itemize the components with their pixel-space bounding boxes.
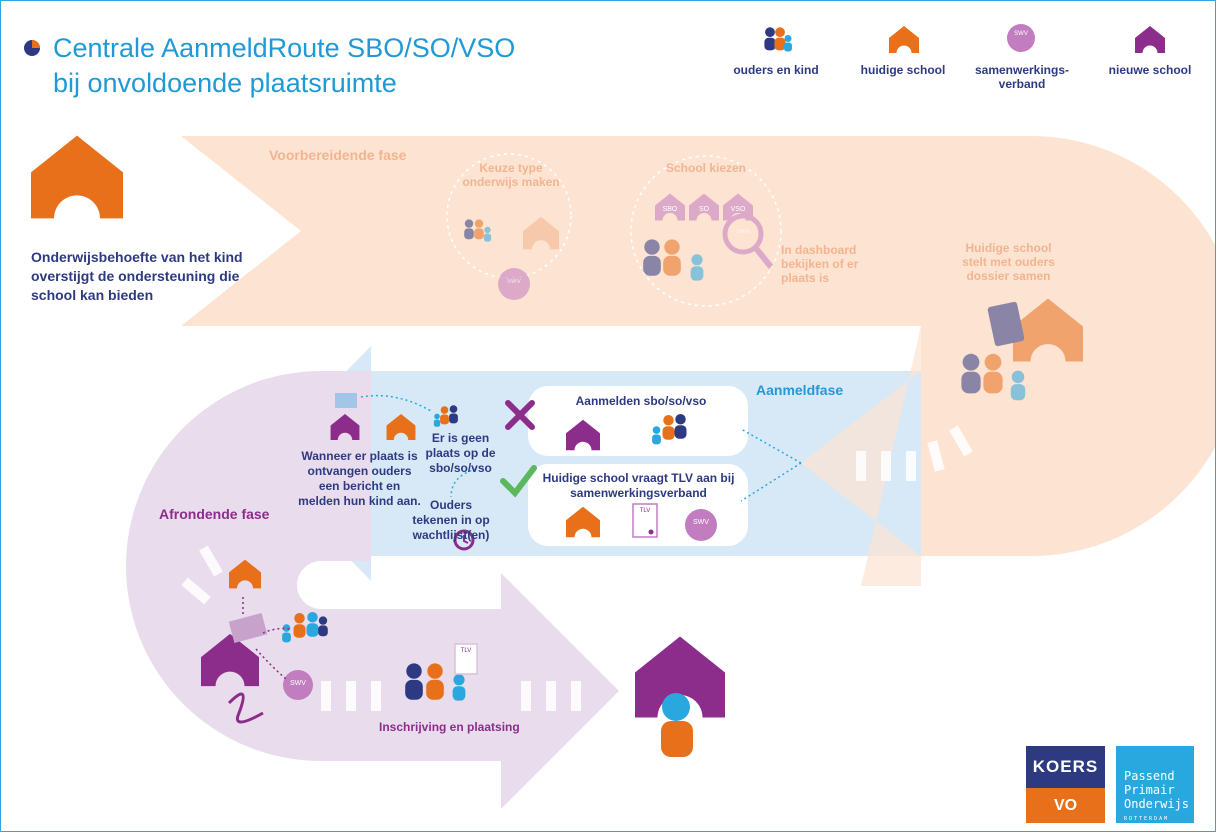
prep-step-dossier: Huidige school stelt met ouders dossier … <box>962 241 1055 283</box>
fin-band <box>126 371 619 809</box>
fin-step-label: Inschrijving en plaatsing <box>379 720 520 734</box>
prep-step-dashboard: In dashboard bekijken of er plaats is <box>781 243 859 285</box>
swv-badge-fin-label: SWV <box>290 680 306 687</box>
phase-reg-title: Aanmeldfase <box>756 382 844 398</box>
swv-badge-fin <box>283 670 313 700</box>
signature-icon <box>227 692 264 724</box>
prep-step-choose: School kiezen <box>665 161 747 175</box>
swv-icon <box>1007 24 1035 52</box>
check-icon <box>500 465 537 498</box>
tag-vso: VSO <box>730 206 746 213</box>
reg-step-noplace: Er is geen plaats op de sbo/so/vso <box>425 431 496 475</box>
legend-swv-label: SWV <box>1014 31 1028 37</box>
ppo-city: ROTTERDAM <box>1124 816 1170 822</box>
legend-parents-child: ouders en kind <box>733 63 819 77</box>
koers-logo-bottom: VO <box>1026 788 1105 823</box>
koers-vo-logo: KOERS VO <box>1026 746 1105 823</box>
koers-logo-top: KOERS <box>1026 746 1105 788</box>
tag-sbo: SBO <box>662 206 678 213</box>
phase-fin-title: Afrondende fase <box>159 506 270 522</box>
page-title: Centrale AanmeldRoute SBO/SO/VSO bij onv… <box>53 31 515 101</box>
prep-circle-1 <box>446 153 572 279</box>
tlv-doc-fin <box>454 643 478 675</box>
logo-mark-icon <box>24 40 40 56</box>
new-school-icon <box>1135 26 1165 53</box>
reg-step-whenplace: Wanneer er plaats is ontvangen ouders ee… <box>298 449 421 508</box>
reject-icon <box>505 400 535 430</box>
ppo-line-3: Onderwijs <box>1124 797 1190 811</box>
tlv-doc-fin-label: TLV <box>460 648 472 654</box>
prep-step-type: Keuze type onderwijs maken <box>462 161 560 189</box>
ppo-line-1: Passend <box>1124 769 1175 783</box>
prep-icons <box>464 193 1083 401</box>
reg-step-waitlist: Ouders tekenen in op wachtlijst(en) <box>412 498 490 542</box>
tag-so: SO <box>698 206 710 213</box>
clock-icon <box>453 529 475 551</box>
prep-circle-2 <box>630 155 782 307</box>
ppo-line-2: Primair <box>1124 783 1175 797</box>
current-school-icon <box>31 135 123 219</box>
legend-swv: samenwerkings- verband <box>974 63 1070 91</box>
dashboard-swv-label: SWV <box>736 229 750 235</box>
mail-icon <box>335 393 357 408</box>
intro-text: Onderwijsbehoefte van het kind overstijg… <box>31 249 243 303</box>
phase-prep-title: Voorbereidende fase <box>269 147 407 163</box>
parents-child-icon <box>764 27 792 52</box>
prep-swv-label: SWV <box>507 279 521 285</box>
reg-step-tlv: Huidige school vraagt TLV aan bij samenw… <box>542 471 735 500</box>
prep-band <box>181 136 1215 556</box>
title-line-1: Centrale AanmeldRoute SBO/SO/VSO <box>53 33 516 63</box>
title-line-2: bij onvoldoende plaatsruimte <box>53 68 397 98</box>
envelope-icon <box>228 612 268 644</box>
reg-step-apply: Aanmelden sbo/so/vso <box>575 394 707 408</box>
swv-badge-label: SWV <box>693 519 709 526</box>
tlv-doc-label: TLV <box>639 508 651 514</box>
current-school-icon <box>889 26 919 53</box>
swv-badge <box>685 509 717 541</box>
ppo-logo: Passend Primair Onderwijs ROTTERDAM <box>1116 746 1194 823</box>
reg-band <box>256 346 921 581</box>
legend-new-school: nieuwe school <box>1108 63 1192 77</box>
legend-current-school: huidige school <box>860 63 946 77</box>
